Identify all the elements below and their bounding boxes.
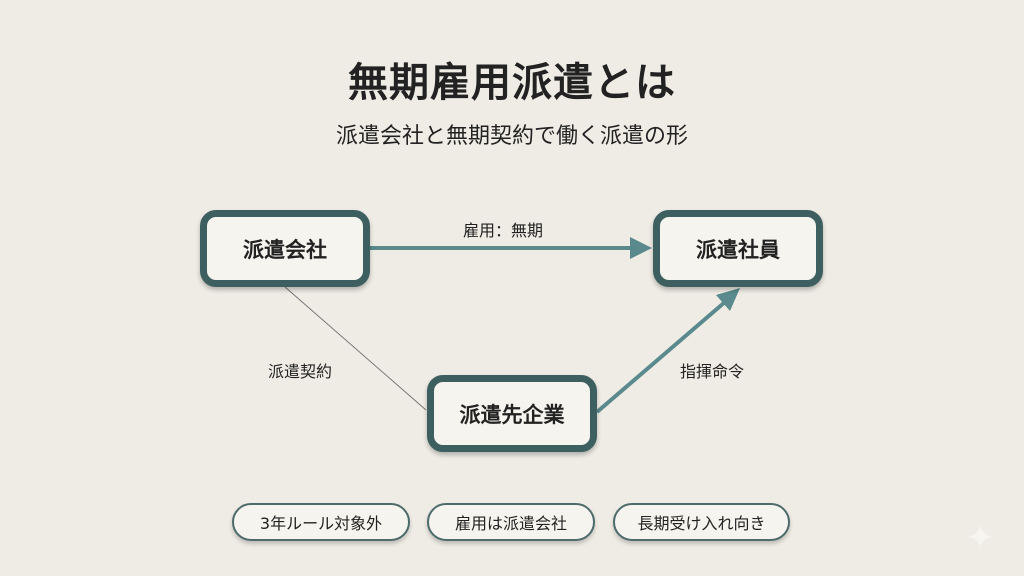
command-arrowhead: [716, 288, 740, 311]
sparkle-icon: ✦: [966, 518, 995, 558]
page-subtitle: 派遣会社と無期契約で働く派遣の形: [335, 124, 688, 149]
node-worker: 派遣社員: [653, 210, 823, 287]
contract-line: [284, 286, 427, 411]
tag-pill: 長期受け入れ向き: [613, 503, 790, 541]
edge-label-command: 指揮命令: [680, 362, 745, 381]
tag-pill: 雇用は派遣会社: [427, 503, 595, 541]
edge-label-contract: 派遣契約: [268, 362, 333, 381]
employment-arrowhead: [630, 237, 652, 259]
page-title: 無期雇用派遣とは: [348, 60, 676, 106]
tag-pill: 3年ルール対象外: [232, 503, 410, 541]
edge-label-employment: 雇用：無期: [463, 221, 544, 240]
command-arrow-line: [595, 300, 727, 414]
node-agency: 派遣会社: [200, 210, 370, 287]
node-client: 派遣先企業: [427, 375, 597, 452]
